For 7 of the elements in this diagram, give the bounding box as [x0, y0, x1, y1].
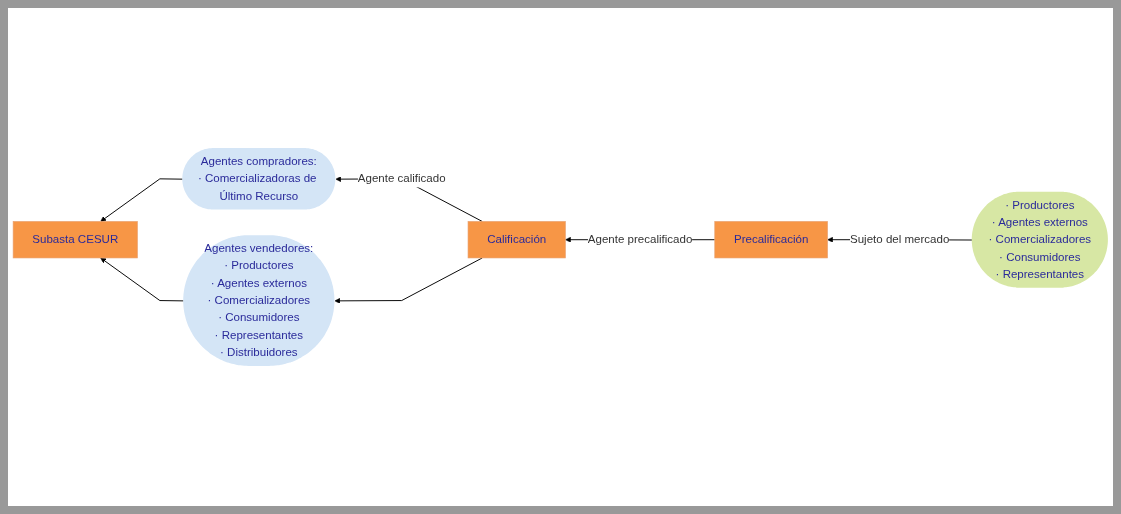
node-box: Precalificación	[714, 221, 828, 259]
edge-label: Agente calificado	[357, 172, 446, 185]
node-box: Agentes compradores: · Comercializadoras de Último Recurso	[182, 148, 336, 210]
edge-label: Agente precalificado	[587, 232, 693, 246]
edge-label: Sujeto del mercado	[849, 232, 950, 246]
node-box: Subasta CESUR	[12, 221, 138, 259]
node-box: Calificación	[467, 221, 566, 259]
